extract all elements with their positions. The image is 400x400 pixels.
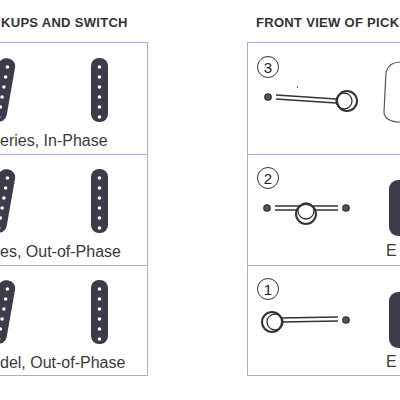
pole-piece	[98, 85, 102, 89]
pole-piece	[98, 206, 102, 210]
pole-piece	[6, 287, 10, 291]
callout-number-text: 3	[264, 60, 272, 75]
pole-piece	[98, 216, 102, 220]
pole-piece	[98, 65, 102, 69]
callout-number-text: 1	[264, 282, 272, 297]
panel-title: KUPS AND SWITCH	[1, 15, 128, 30]
pole-piece	[98, 176, 102, 180]
pickup-label: E	[386, 242, 397, 260]
switch-panel: FRONT VIEW OF PICK321	[247, 42, 400, 376]
pole-piece	[2, 307, 6, 311]
pole-piece	[0, 327, 2, 331]
pole-piece	[98, 196, 102, 200]
pole-piece	[98, 115, 102, 119]
pole-piece	[98, 337, 102, 341]
pole-piece	[0, 337, 1, 341]
wiring-row: del, Out-of-Phase	[0, 265, 147, 376]
pole-piece	[2, 85, 6, 89]
pole-piece	[98, 75, 102, 79]
pole-piece	[0, 115, 1, 119]
pole-piece	[98, 327, 102, 331]
pole-piece	[4, 186, 8, 190]
pole-piece	[4, 75, 8, 79]
wiring-label: del, Out-of-Phase	[0, 354, 125, 372]
panel-title: FRONT VIEW OF PICK	[256, 15, 399, 30]
pole-piece	[0, 226, 1, 230]
pole-piece	[0, 105, 2, 109]
pole-piece	[0, 206, 4, 210]
row-divider	[248, 265, 400, 266]
pole-piece	[0, 216, 2, 220]
pole-piece	[0, 317, 4, 321]
pole-piece	[98, 95, 102, 99]
pole-piece	[98, 186, 102, 190]
pole-piece	[6, 176, 10, 180]
callout-number-text: 2	[264, 171, 272, 186]
pole-piece	[2, 196, 6, 200]
switch-panel: KUPS AND SWITCHeries, In-Phasees, Out-of…	[0, 42, 148, 376]
callout-number: 2	[257, 167, 279, 189]
pole-piece	[98, 287, 102, 291]
callout-number: 3	[257, 56, 279, 78]
row-divider	[248, 154, 400, 155]
pole-piece	[0, 95, 4, 99]
pole-piece	[4, 297, 8, 301]
wiring-label: eries, In-Phase	[0, 132, 108, 150]
pickup-label: E	[386, 353, 397, 371]
pole-piece	[98, 226, 102, 230]
pole-piece	[98, 317, 102, 321]
pole-piece	[98, 297, 102, 301]
wiring-row: es, Out-of-Phase	[0, 154, 147, 265]
pole-piece	[6, 65, 10, 69]
callout-number: 1	[257, 278, 279, 300]
wiring-row: eries, In-Phase	[0, 43, 147, 154]
wiring-label: es, Out-of-Phase	[0, 243, 121, 261]
pole-piece	[98, 307, 102, 311]
pole-piece	[98, 105, 102, 109]
